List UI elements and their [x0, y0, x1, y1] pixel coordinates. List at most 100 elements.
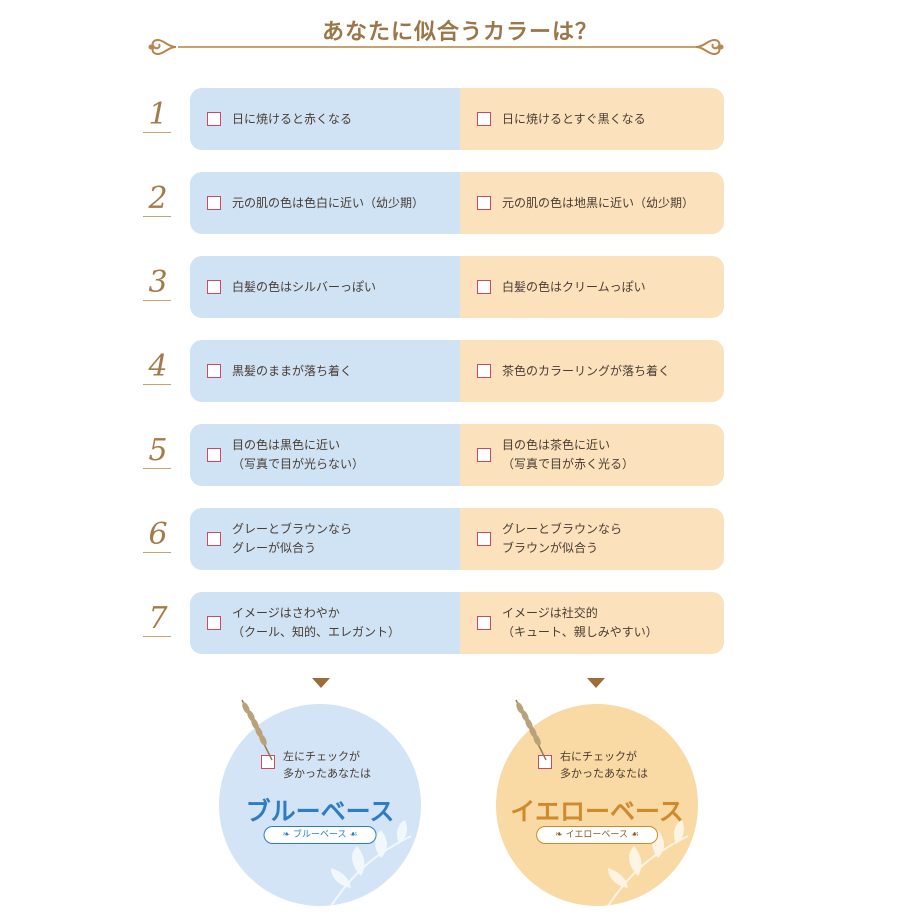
checkbox-icon[interactable]	[207, 196, 221, 210]
left-option-text: 日に焼けると赤くなる	[232, 111, 353, 126]
right-option-text: 白髪の色はクリームっぽい	[502, 279, 646, 294]
left-option-text: 白髪の色はシルバーっぽい	[232, 279, 377, 294]
row-number: 2	[148, 181, 168, 216]
left-option-text: 元の肌の色は色白に近い（幼少期）	[232, 195, 425, 210]
checkbox-icon[interactable]	[207, 448, 221, 462]
checkbox-icon[interactable]	[477, 616, 491, 630]
row-number-underline	[143, 468, 171, 469]
checkbox-icon[interactable]	[207, 532, 221, 546]
checkbox-icon[interactable]	[477, 364, 491, 378]
right-option-text: 目の色は茶色に近い （写真で目が赤く光る）	[502, 438, 635, 471]
wheat-icon	[515, 699, 547, 761]
flourish-right-icon	[695, 38, 724, 56]
row-number-underline	[143, 300, 171, 301]
leaf-decoration-icon	[607, 820, 689, 906]
right-option-panel: 茶色のカラーリングが落ち着く	[460, 340, 724, 402]
right-option[interactable]: 白髪の色はクリームっぽい	[477, 256, 646, 318]
left-option[interactable]: 黒髪のままが落ち着く	[207, 340, 352, 402]
left-option[interactable]: 日に焼けると赤くなる	[207, 88, 352, 150]
result-label: ブルーベース	[245, 797, 395, 826]
question-pill: 元の肌の色は色白に近い（幼少期） 元の肌の色は地黒に近い（幼少期）	[190, 172, 724, 234]
right-option-panel: イメージは社交的 （キュート、親しみやすい）	[460, 592, 724, 654]
yellow-base-result: 右にチェックが 多かったあなたは イエローベース ❧ イエローベース ☙	[496, 704, 698, 906]
left-option-text: 目の色は黒色に近い （写真で目が光らない）	[232, 438, 365, 471]
row-number-underline	[143, 216, 171, 217]
right-option-panel: 目の色は茶色に近い （写真で目が赤く光る）	[460, 424, 724, 486]
checkbox-icon[interactable]	[477, 532, 491, 546]
checkbox-icon[interactable]	[207, 112, 221, 126]
right-option-panel: 日に焼けるとすぐ黒くなる	[460, 88, 724, 150]
right-option[interactable]: グレーとブラウンなら ブラウンが似合う	[477, 508, 622, 570]
right-option[interactable]: 日に焼けるとすぐ黒くなる	[477, 88, 646, 150]
left-option[interactable]: グレーとブラウンなら グレーが似合う	[207, 508, 352, 570]
wheat-icon	[241, 699, 273, 761]
right-option-text: イメージは社交的 （キュート、親しみやすい）	[502, 606, 658, 639]
left-option[interactable]: イメージはさわやか （クール、知的、エレガント）	[207, 592, 400, 654]
checkbox-icon[interactable]	[207, 364, 221, 378]
checkbox-icon[interactable]	[207, 280, 221, 294]
result-condition-text: 右にチェックが 多かったあなたは	[560, 750, 648, 780]
checkbox-icon[interactable]	[477, 448, 491, 462]
result-tag-text: ブルーベース	[292, 830, 347, 840]
right-option[interactable]: 元の肌の色は地黒に近い（幼少期）	[477, 172, 694, 234]
question-pill: グレーとブラウンなら グレーが似合う グレーとブラウンなら ブラウンが似合う	[190, 508, 724, 570]
right-option-text: 元の肌の色は地黒に近い（幼少期）	[502, 195, 695, 210]
row-number: 1	[148, 97, 168, 132]
left-option[interactable]: 元の肌の色は色白に近い（幼少期）	[207, 172, 424, 234]
down-arrow-icon	[312, 678, 330, 688]
right-option-text: グレーとブラウンなら ブラウンが似合う	[502, 522, 623, 555]
left-option-panel: イメージはさわやか （クール、知的、エレガント）	[190, 592, 460, 654]
right-option-text: 茶色のカラーリングが落ち着く	[502, 363, 671, 378]
row-number-underline	[143, 552, 171, 553]
row-number-underline	[143, 384, 171, 385]
tag-ornament-icon: ☙	[346, 830, 358, 840]
row-number-underline	[143, 636, 171, 637]
checkbox-icon[interactable]	[477, 112, 491, 126]
flourish-left-icon	[148, 38, 177, 56]
result-label: イエローベース	[510, 797, 684, 826]
blue-base-result: 左にチェックが 多かったあなたは ブルーベース ❧ ブルーベース ☙	[219, 704, 421, 906]
result-tag-text: イエローベース	[565, 830, 628, 840]
checkbox-icon[interactable]	[477, 196, 491, 210]
right-option[interactable]: 目の色は茶色に近い （写真で目が赤く光る）	[477, 424, 634, 486]
question-row: 7 イメージはさわやか （クール、知的、エレガント） イメージは社交的 （キュー…	[140, 592, 730, 654]
tag-ornament-icon: ☙	[627, 830, 639, 840]
right-option[interactable]: 茶色のカラーリングが落ち着く	[477, 340, 670, 402]
left-option-text: イメージはさわやか （クール、知的、エレガント）	[232, 606, 401, 639]
question-pill: 日に焼けると赤くなる 日に焼けるとすぐ黒くなる	[190, 88, 724, 150]
left-option[interactable]: 白髪の色はシルバーっぽい	[207, 256, 376, 318]
left-option-panel: 目の色は黒色に近い （写真で目が光らない）	[190, 424, 460, 486]
left-option[interactable]: 目の色は黒色に近い （写真で目が光らない）	[207, 424, 364, 486]
title-underline	[178, 46, 696, 48]
left-option-panel: 白髪の色はシルバーっぽい	[190, 256, 460, 318]
down-arrow-icon	[587, 678, 605, 688]
row-number: 5	[148, 433, 168, 468]
tag-ornament-icon: ❧	[282, 830, 293, 840]
question-row: 6 グレーとブラウンなら グレーが似合う グレーとブラウンなら ブラウンが似合う	[140, 508, 730, 570]
right-option[interactable]: イメージは社交的 （キュート、親しみやすい）	[477, 592, 658, 654]
checkbox-icon	[538, 755, 552, 769]
right-option-text: 日に焼けるとすぐ黒くなる	[502, 111, 646, 126]
checkbox-icon[interactable]	[207, 616, 221, 630]
right-option-panel: 元の肌の色は地黒に近い（幼少期）	[460, 172, 724, 234]
question-pill: 黒髪のままが落ち着く 茶色のカラーリングが落ち着く	[190, 340, 724, 402]
result-condition: 右にチェックが 多かったあなたは	[538, 748, 648, 782]
question-row: 2 元の肌の色は色白に近い（幼少期） 元の肌の色は地黒に近い（幼少期）	[140, 172, 730, 234]
question-pill: 目の色は黒色に近い （写真で目が光らない） 目の色は茶色に近い （写真で目が赤く…	[190, 424, 724, 486]
result-tag: ❧ ブルーベース ☙	[263, 826, 377, 844]
tag-ornament-icon: ❧	[555, 830, 566, 840]
question-pill: イメージはさわやか （クール、知的、エレガント） イメージは社交的 （キュート、…	[190, 592, 724, 654]
question-row: 3 白髪の色はシルバーっぽい 白髪の色はクリームっぽい	[140, 256, 730, 318]
result-condition: 左にチェックが 多かったあなたは	[261, 748, 371, 782]
page-title: あなたに似合うカラーは？	[321, 20, 598, 45]
leaf-decoration-icon	[330, 820, 412, 906]
left-option-text: グレーとブラウンなら グレーが似合う	[232, 522, 353, 555]
left-option-text: 黒髪のままが落ち着く	[232, 363, 353, 378]
question-row: 1 日に焼けると赤くなる 日に焼けるとすぐ黒くなる	[140, 88, 730, 150]
checkbox-icon[interactable]	[477, 280, 491, 294]
result-tag: ❧ イエローベース ☙	[536, 826, 658, 844]
right-option-panel: グレーとブラウンなら ブラウンが似合う	[460, 508, 724, 570]
question-pill: 白髪の色はシルバーっぽい 白髪の色はクリームっぽい	[190, 256, 724, 318]
result-condition-text: 左にチェックが 多かったあなたは	[283, 750, 371, 780]
left-option-panel: 元の肌の色は色白に近い（幼少期）	[190, 172, 460, 234]
